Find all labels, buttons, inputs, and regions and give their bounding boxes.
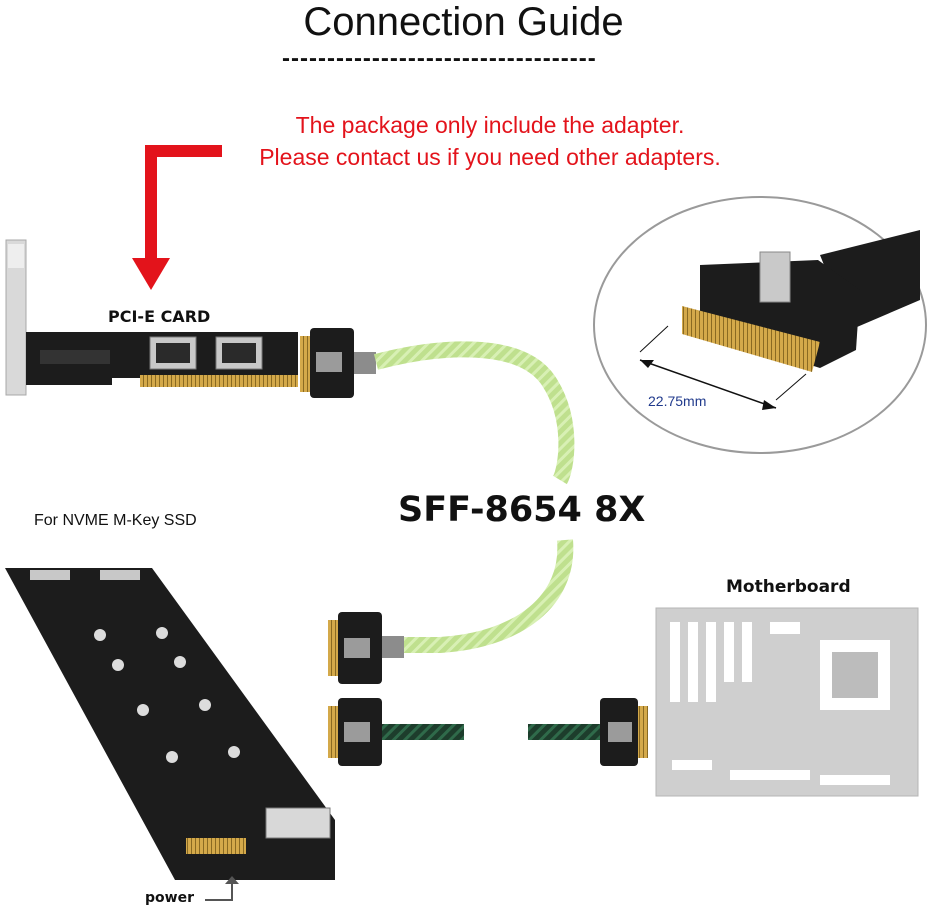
cable-type-label: SFF-8654 8X <box>398 490 646 530</box>
red-arrow-icon <box>132 145 222 290</box>
pcie-card-image <box>5 239 298 396</box>
m2-adapter-board <box>5 568 335 880</box>
green-cable <box>373 341 575 485</box>
motherboard-label: Motherboard <box>726 577 851 597</box>
nvme-ssd-label: For NVME M-Key SSD <box>34 512 197 529</box>
motherboard-image <box>655 607 919 797</box>
black-cable-right <box>528 724 604 740</box>
title-underline: ----------------------------------- <box>282 45 597 72</box>
package-note-line2: Please contact us if you need other adap… <box>259 144 721 170</box>
sff-connector-lower <box>328 698 382 766</box>
power-label: power <box>145 890 194 906</box>
sff-connector-middle <box>328 612 404 684</box>
green-cable-lower <box>400 539 574 653</box>
turn-up-arrow-icon <box>205 876 239 901</box>
sff-connector-top <box>300 328 376 398</box>
connector-width-label: 22.75mm <box>648 393 707 409</box>
sff-connector-motherboard <box>600 698 648 766</box>
pcie-card-label: PCI-E CARD <box>108 307 211 326</box>
black-cable-left <box>382 724 464 740</box>
connector-zoom-detail <box>593 196 927 454</box>
package-note-line1: The package only include the adapter. <box>295 112 685 138</box>
page-title: Connection Guide <box>303 0 624 44</box>
